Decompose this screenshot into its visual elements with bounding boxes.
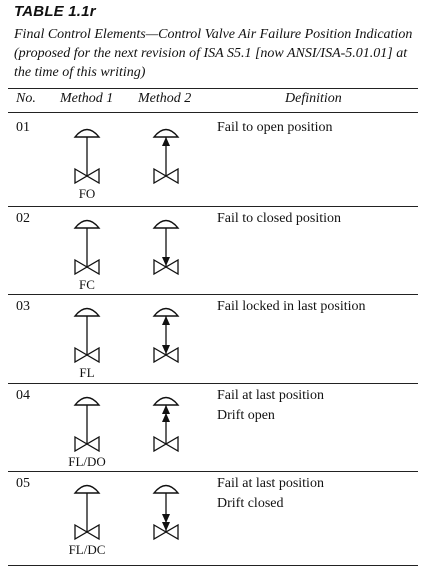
valve-symbol-method-1 [73,219,101,276]
valve-body [74,346,100,364]
table-caption: Final Control Elements—Control Valve Air… [14,27,413,80]
actuator-dome [152,484,180,494]
failure-code: FC [79,277,95,292]
valve-symbol-method-1 [73,484,101,541]
row-number: 03 [16,299,30,314]
actuator-dome [152,396,180,406]
valve-body [153,435,179,453]
definition-text: Drift open [217,408,275,423]
arrow-down-icon [162,257,170,266]
row-rule [8,206,418,207]
valve-symbol-method-2 [152,396,180,453]
failure-code: FO [78,186,96,201]
row-rule [8,565,418,566]
actuator-dome [152,307,180,317]
valve-body [153,258,179,276]
method-1-symbol [65,214,109,283]
actuator-dome [73,307,101,317]
failure-code: FL/DO [68,454,106,469]
actuator-dome [73,484,101,494]
actuator-dome [73,219,101,229]
method-2-symbol [144,391,188,460]
arrow-up-icon [162,413,170,422]
method-2-symbol [144,302,188,371]
row-number: 04 [16,388,30,403]
row-rule [8,294,418,295]
valve-body [153,346,179,364]
row-rule [8,383,418,384]
arrow-down-icon [162,345,170,354]
definition-text: Fail to open position [217,120,333,135]
valve-body [153,167,179,185]
valve-body [74,523,100,541]
valve-body [74,167,100,185]
valve-symbol-method-1 [73,128,101,185]
method-2-symbol [144,123,188,192]
actuator-dome [152,128,180,138]
header-method-1: Method 1 [60,91,114,106]
actuator-dome [152,219,180,229]
actuator-dome [73,128,101,138]
method-1-symbol [65,123,109,192]
method-1-symbol [65,391,109,460]
definition-text: Fail at last position [217,388,324,403]
definition-text: Fail to closed position [217,211,342,226]
actuator-dome [73,396,101,406]
header-definition: Definition [285,91,342,106]
valve-symbol-method-2 [152,307,180,364]
valve-body [74,258,100,276]
row-number: 05 [16,476,30,491]
failure-code: FL/DC [68,542,106,557]
row-rule [8,471,418,472]
arrow-up-icon [162,405,170,414]
definition-text: Fail locked in last position [217,299,366,314]
header-method-2: Method 2 [138,91,192,106]
failure-code: FL [79,365,95,380]
arrow-down-icon [162,514,170,523]
valve-symbol-method-1 [73,396,101,453]
valve-symbol-method-2 [152,484,180,541]
arrow-up-icon [162,137,170,146]
definition-text: Drift closed [217,496,284,511]
top-rule [8,88,418,89]
arrow-down-icon [162,522,170,531]
method-2-symbol [144,214,188,283]
valve-symbol-method-2 [152,219,180,276]
header-rule [8,112,418,113]
valve-symbol-method-2 [152,128,180,185]
definition-text: Fail at last position [217,476,324,491]
method-1-symbol [65,302,109,371]
row-number: 02 [16,211,30,226]
row-number: 01 [16,120,30,135]
header-no: No. [16,91,36,106]
method-2-symbol [144,479,188,548]
valve-body [74,435,100,453]
valve-body [153,523,179,541]
valve-symbol-method-1 [73,307,101,364]
table-label: TABLE 1.1r [14,3,96,20]
method-1-symbol [65,479,109,548]
arrow-up-icon [162,316,170,325]
